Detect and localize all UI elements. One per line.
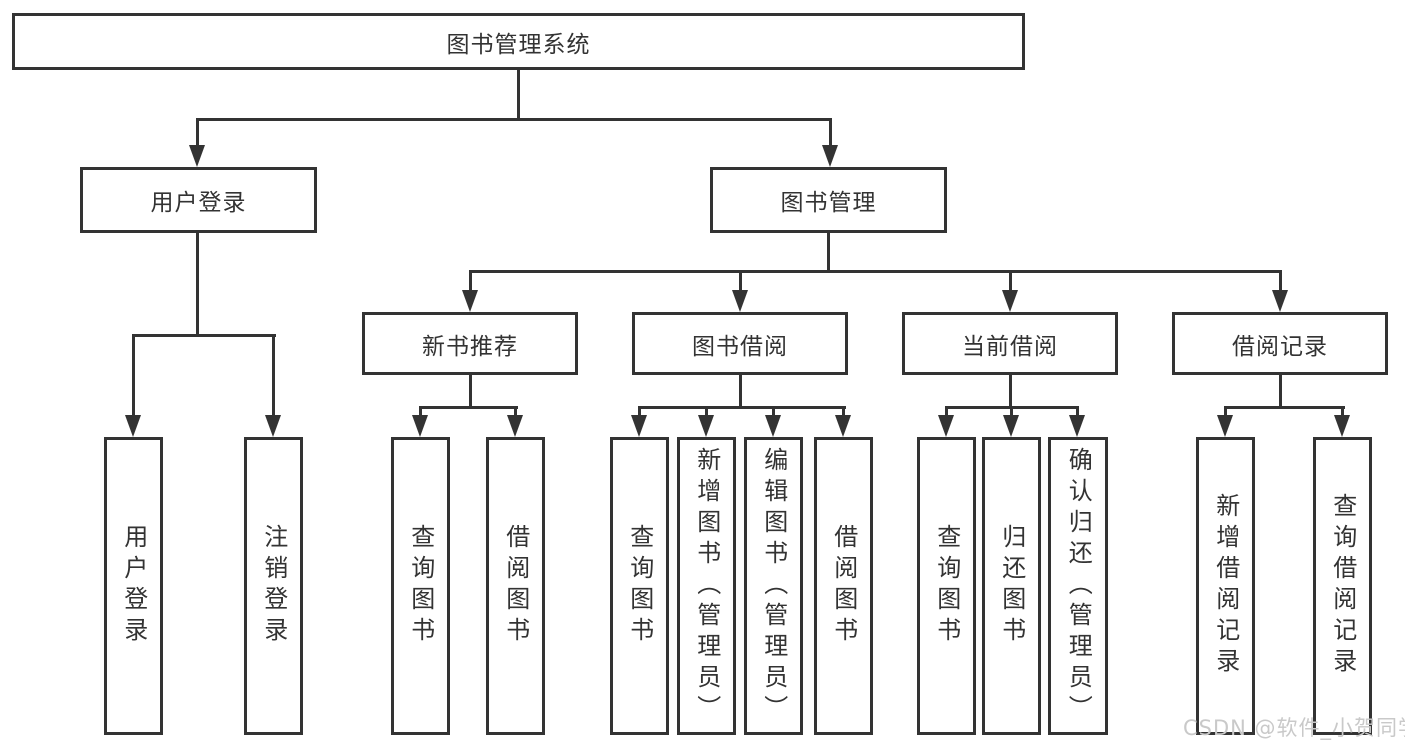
node-book-borrow-label: 图书借阅	[692, 333, 788, 360]
node-book-mgmt-label: 图书管理	[780, 190, 877, 216]
connector-arrowhead	[822, 145, 838, 167]
node-book-borrow: 图书借阅	[632, 312, 848, 375]
node-root-label: 图书管理系统	[446, 31, 591, 58]
node-new-books-label: 新书推荐	[422, 333, 518, 360]
connector-line	[842, 406, 845, 417]
connector-line	[772, 406, 775, 417]
leaf-user-login: 用户登录	[104, 437, 163, 735]
leaf-records-add: 新增借阅记录	[1196, 437, 1255, 735]
connector-arrowhead	[938, 415, 954, 437]
connector-arrowhead	[1002, 290, 1018, 312]
connector-arrowhead	[412, 415, 428, 437]
connector-arrowhead	[1003, 415, 1019, 437]
leaf-borrow-query: 查询图书	[610, 437, 669, 735]
leaf-newbooks-borrow-label: 借阅图书	[501, 524, 530, 648]
leaf-records-query-label: 查询借阅记录	[1328, 493, 1357, 679]
connector-line	[739, 270, 742, 292]
leaf-current-query-label: 查询图书	[932, 524, 961, 648]
node-book-mgmt: 图书管理	[710, 167, 947, 233]
connector-line	[1224, 406, 1345, 409]
connector-line	[514, 406, 517, 417]
connector-line	[1279, 270, 1282, 292]
leaf-newbooks-query-label: 查询图书	[406, 524, 435, 648]
leaf-current-confirm-admin-label: 确认归还（管理员）	[1064, 446, 1093, 726]
connector-line	[1009, 270, 1012, 292]
connector-line	[272, 334, 275, 416]
connector-line	[739, 375, 742, 408]
connector-arrowhead	[835, 415, 851, 437]
connector-arrowhead	[265, 415, 281, 437]
leaf-borrow-edit-admin-label: 编辑图书（管理员）	[759, 446, 788, 726]
connector-arrowhead	[631, 415, 647, 437]
node-user-login-label: 用户登录	[150, 190, 247, 216]
node-new-books: 新书推荐	[362, 312, 578, 375]
connector-arrowhead	[765, 415, 781, 437]
connector-line	[132, 334, 135, 416]
connector-line	[705, 406, 708, 417]
connector-line	[469, 270, 472, 292]
connector-line	[827, 232, 830, 272]
leaf-newbooks-query: 查询图书	[391, 437, 450, 735]
leaf-borrow-borrow-label: 借阅图书	[829, 524, 858, 648]
connector-arrowhead	[1069, 415, 1085, 437]
connector-line	[638, 406, 641, 417]
connector-arrowhead	[125, 415, 141, 437]
leaf-records-query: 查询借阅记录	[1313, 437, 1372, 735]
leaf-borrow-add-admin: 新增图书（管理员）	[677, 437, 736, 735]
connector-line	[1076, 406, 1079, 417]
leaf-current-return-label: 归还图书	[997, 524, 1026, 648]
connector-line	[1010, 406, 1013, 417]
node-user-login: 用户登录	[80, 167, 317, 233]
connector-arrowhead	[732, 290, 748, 312]
leaf-borrow-add-admin-label: 新增图书（管理员）	[692, 446, 721, 726]
node-borrow-records-label: 借阅记录	[1232, 333, 1328, 360]
connector-arrowhead	[1272, 290, 1288, 312]
connector-line	[132, 334, 276, 337]
leaf-user-login-label: 用户登录	[119, 524, 148, 648]
connector-line	[196, 118, 832, 121]
leaf-current-return: 归还图书	[982, 437, 1041, 735]
leaf-current-confirm-admin: 确认归还（管理员）	[1048, 437, 1108, 735]
leaf-borrow-query-label: 查询图书	[625, 524, 654, 648]
node-current-borrow-label: 当前借阅	[962, 333, 1058, 360]
connector-arrowhead	[189, 145, 205, 167]
leaf-newbooks-borrow: 借阅图书	[486, 437, 545, 735]
connector-line	[419, 406, 422, 417]
connector-line	[517, 68, 520, 120]
connector-line	[196, 232, 199, 336]
leaf-current-query: 查询图书	[917, 437, 976, 735]
connector-arrowhead	[698, 415, 714, 437]
connector-arrowhead	[507, 415, 523, 437]
connector-line	[469, 375, 472, 408]
leaf-logout: 注销登录	[244, 437, 303, 735]
connector-line	[196, 118, 199, 148]
connector-arrowhead	[462, 290, 478, 312]
connector-line	[1341, 406, 1344, 417]
leaf-borrow-borrow: 借阅图书	[814, 437, 873, 735]
leaf-logout-label: 注销登录	[259, 524, 288, 648]
connector-line	[1279, 375, 1282, 408]
node-current-borrow: 当前借阅	[902, 312, 1118, 375]
node-borrow-records: 借阅记录	[1172, 312, 1388, 375]
connector-arrowhead	[1217, 415, 1233, 437]
connector-line	[638, 406, 846, 409]
node-root: 图书管理系统	[12, 13, 1025, 70]
leaf-records-add-label: 新增借阅记录	[1211, 493, 1240, 679]
leaf-borrow-edit-admin: 编辑图书（管理员）	[744, 437, 803, 735]
csdn-watermark: CSDN @软件_小贺同学	[1183, 716, 1405, 740]
connector-line	[1224, 406, 1227, 417]
connector-line	[1009, 375, 1012, 408]
connector-line	[829, 118, 832, 148]
connector-arrowhead	[1334, 415, 1350, 437]
connector-line	[945, 406, 948, 417]
connector-line	[419, 406, 518, 409]
connector-line	[469, 270, 1282, 273]
